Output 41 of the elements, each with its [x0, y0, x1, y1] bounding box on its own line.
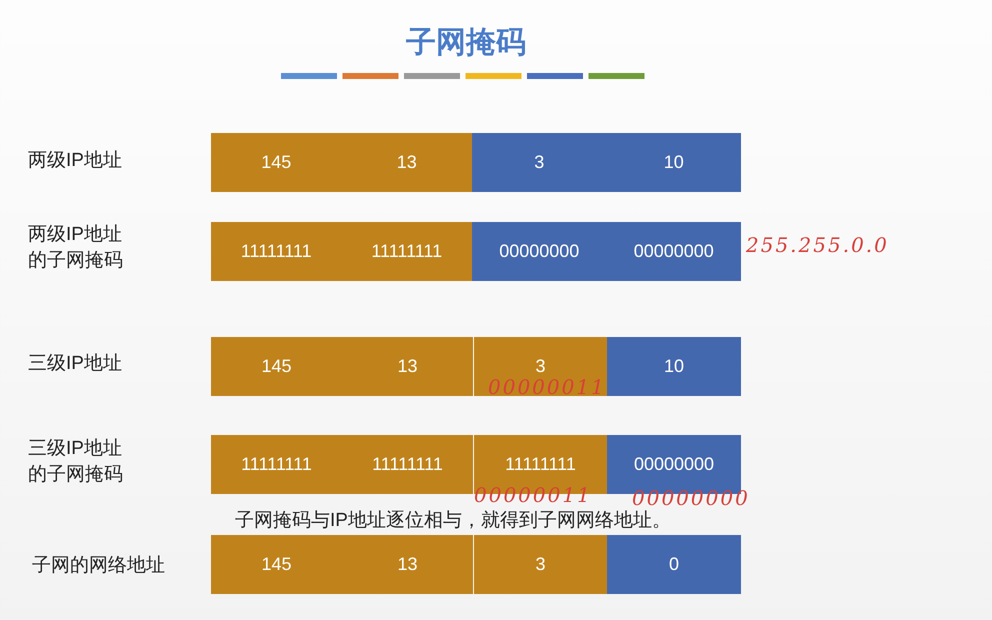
- cell-value: 13: [396, 554, 419, 575]
- handwritten-note: 00000011: [488, 378, 607, 397]
- row-label: 两级IP地址: [28, 149, 123, 173]
- cell-value: 00000000: [632, 241, 715, 262]
- bar-segment: [607, 337, 741, 396]
- bar-segment: [474, 535, 607, 594]
- row-label: 三级IP地址: [28, 352, 123, 376]
- cell-value: 11111111: [370, 241, 444, 262]
- cell-value: 11111111: [240, 454, 313, 475]
- cell-value: 13: [396, 356, 419, 377]
- handwritten-note: 255.255.0.0: [746, 236, 890, 255]
- cell-value: 00000000: [498, 241, 580, 262]
- cell-value: 145: [260, 554, 293, 575]
- bar-segment: [211, 222, 472, 281]
- cell-value: 10: [662, 356, 686, 377]
- bar-segment: [472, 222, 741, 281]
- row-label: 子网的网络地址: [32, 554, 166, 578]
- cell-value: 11111111: [504, 454, 577, 475]
- row-label: 两级IP地址的子网掩码: [28, 223, 124, 273]
- bar-segment: [472, 133, 741, 192]
- cell-value: 11111111: [240, 241, 313, 262]
- cell-value: 0: [668, 554, 680, 575]
- bar-segment: [211, 435, 473, 494]
- cell-value: 13: [396, 152, 418, 173]
- row-label: 三级IP地址的子网掩码: [28, 437, 124, 487]
- cell-value: 10: [662, 152, 685, 173]
- bar-segment: [607, 535, 741, 594]
- cell-value: 00000000: [632, 454, 716, 475]
- cell-value: 3: [533, 152, 546, 173]
- title: 子网掩码: [405, 25, 527, 61]
- bar-segment: [474, 337, 607, 396]
- bar-segment: [211, 337, 473, 396]
- bar-segment: [211, 133, 472, 192]
- cell-value: 145: [260, 152, 292, 173]
- cell-value: 3: [534, 554, 546, 575]
- cell-value: 145: [260, 356, 293, 377]
- note-text: 子网掩码与IP地址逐位相与，就得到子网网络地址。: [235, 509, 672, 533]
- cell-value: 11111111: [371, 454, 444, 475]
- cell-value: 3: [534, 356, 546, 377]
- bar-segment: [211, 535, 473, 594]
- handwritten-note: 00000000: [632, 489, 751, 508]
